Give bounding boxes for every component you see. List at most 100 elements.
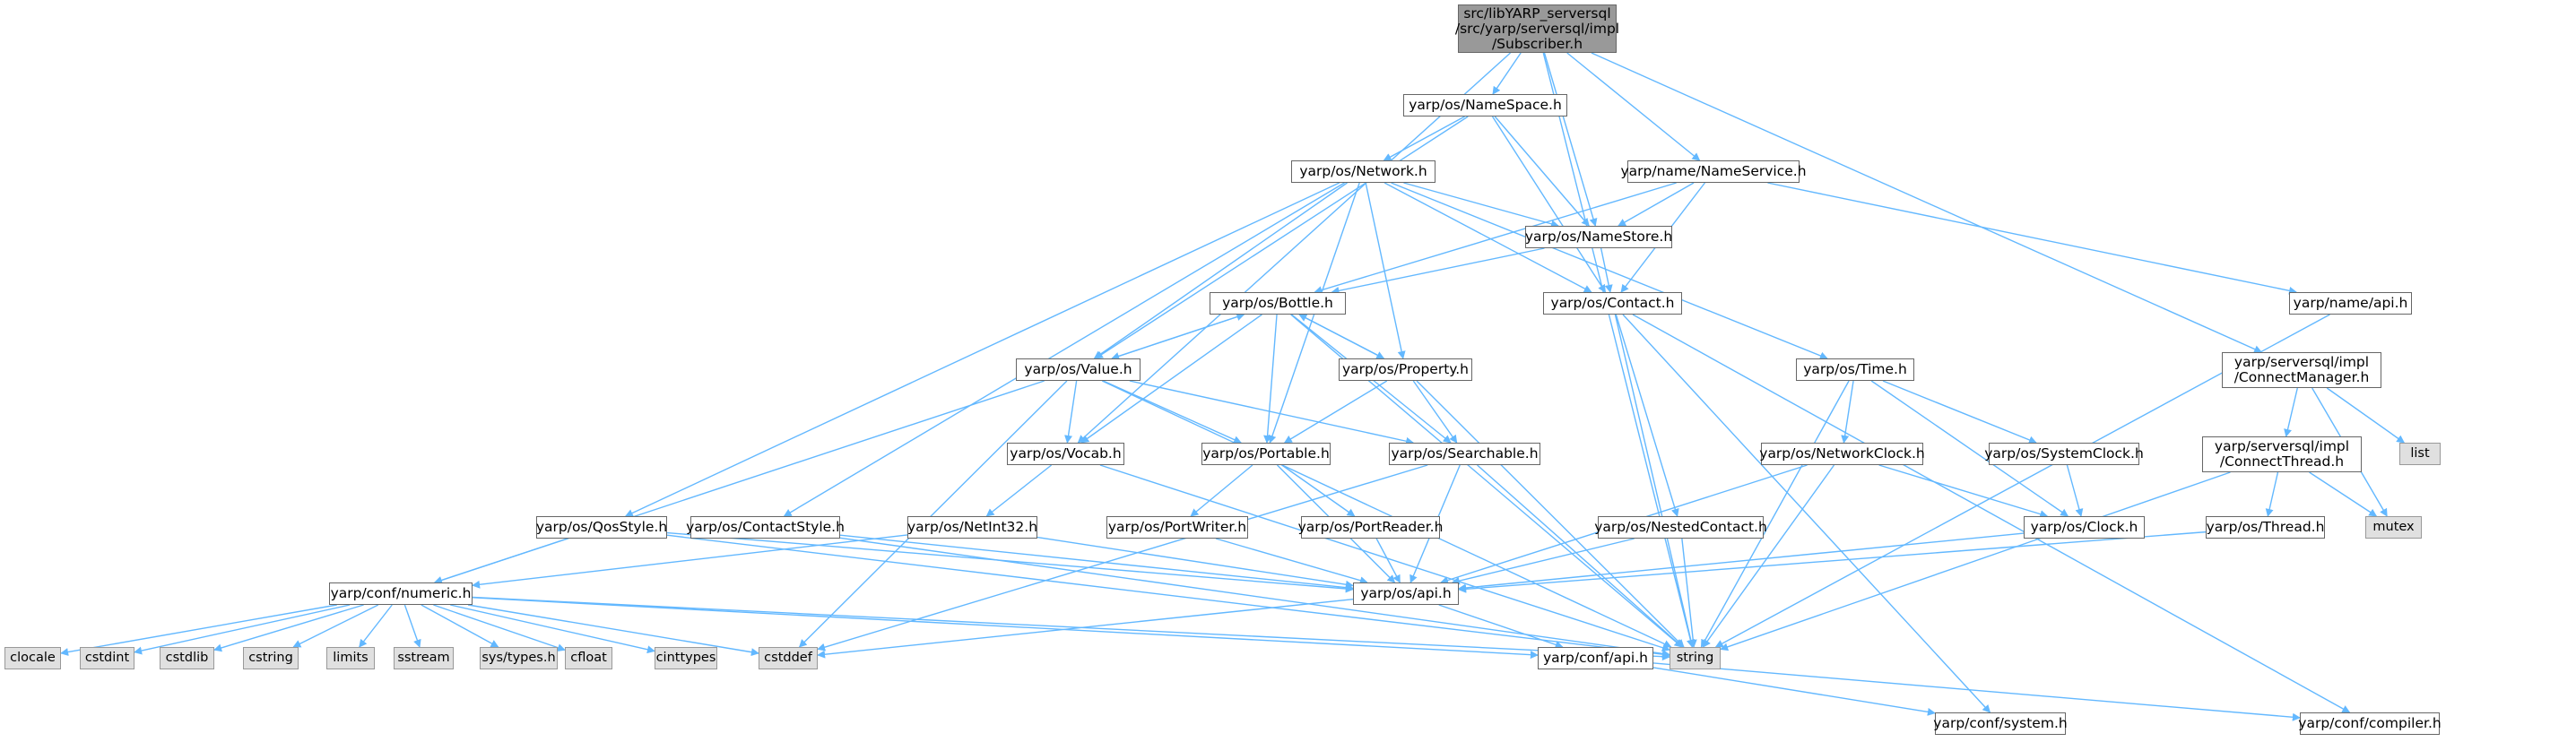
edge-connmgr-to-list — [2326, 387, 2406, 444]
node-netint32[interactable]: yarp/os/NetInt32.h — [907, 516, 1037, 539]
edge-root-to-namestore — [1543, 52, 1598, 227]
node-label: sstream — [397, 651, 450, 665]
node-nestedcontact[interactable]: yarp/os/NestedContact.h — [1594, 516, 1767, 539]
edge-contactstyle-to-string — [839, 537, 1670, 658]
edge-netclock-to-string — [1702, 464, 1835, 648]
node-connthread[interactable]: yarp/serversql/impl /ConnectThread.h — [2202, 436, 2362, 472]
edge-value-to-cstddef — [798, 380, 1068, 648]
node-network[interactable]: yarp/os/Network.h — [1291, 160, 1435, 183]
edge-network-to-time — [1391, 182, 1828, 360]
node-portable[interactable]: yarp/os/Portable.h — [1201, 443, 1331, 465]
node-label: list — [2410, 446, 2430, 461]
node-label: yarp/os/Clock.h — [2030, 519, 2138, 535]
node-nameservice[interactable]: yarp/name/NameService.h — [1620, 160, 1807, 183]
node-label: yarp/os/Searchable.h — [1391, 445, 1539, 462]
edge-sysclock-to-clock — [2066, 464, 2084, 517]
edge-searchable-to-cstddef — [817, 464, 1428, 651]
node-mutex: mutex — [2365, 516, 2422, 539]
edge-network-to-contact — [1383, 182, 1592, 293]
node-bottle[interactable]: yarp/os/Bottle.h — [1210, 292, 1346, 315]
node-clock[interactable]: yarp/os/Clock.h — [2024, 516, 2145, 539]
node-label: cstdlib — [165, 651, 209, 665]
node-namestore[interactable]: yarp/os/NameStore.h — [1525, 226, 1672, 248]
node-label: yarp/serversql/impl /ConnectThread.h — [2214, 438, 2350, 470]
edge-vocab-to-netint32 — [985, 464, 1053, 517]
edge-root-to-vocab — [1077, 52, 1512, 444]
edge-value-to-string — [1101, 380, 1672, 648]
node-label: yarp/os/Network.h — [1299, 163, 1427, 179]
node-numeric[interactable]: yarp/conf/numeric.h — [329, 582, 473, 605]
node-label: string — [1676, 651, 1714, 665]
node-label: yarp/os/api.h — [1360, 585, 1452, 601]
node-connmgr[interactable]: yarp/serversql/impl /ConnectManager.h — [2222, 352, 2381, 388]
node-list: list — [2399, 443, 2441, 465]
edge-bottle-to-portable — [1263, 314, 1278, 444]
node-label: yarp/os/Thread.h — [2206, 519, 2325, 535]
node-contactstyle[interactable]: yarp/os/ContactStyle.h — [686, 516, 845, 539]
edge-portable-to-portreader — [1281, 464, 1356, 517]
edge-network-to-contactstyle — [783, 182, 1345, 517]
node-confcompiler[interactable]: yarp/conf/compiler.h — [2298, 712, 2442, 735]
edge-connthread-to-string — [1720, 471, 2231, 651]
node-sysclock[interactable]: yarp/os/SystemClock.h — [1984, 443, 2144, 465]
node-time[interactable]: yarp/os/Time.h — [1796, 358, 1914, 381]
node-nameapi[interactable]: yarp/name/api.h — [2289, 292, 2412, 315]
edge-numeric-to-limits — [359, 604, 393, 648]
node-label: yarp/serversql/impl /ConnectManager.h — [2233, 354, 2370, 385]
node-searchable[interactable]: yarp/os/Searchable.h — [1389, 443, 1540, 465]
edge-namespace-to-namestore — [1494, 116, 1590, 227]
node-confapi[interactable]: yarp/conf/api.h — [1538, 647, 1653, 669]
node-cstring: cstring — [243, 647, 299, 669]
node-cstdlib: cstdlib — [160, 647, 214, 669]
node-sstream: sstream — [394, 647, 454, 669]
node-vocab[interactable]: yarp/os/Vocab.h — [1007, 443, 1124, 465]
edge-root-to-namespace — [1492, 52, 1522, 95]
node-namespace[interactable]: yarp/os/NameSpace.h — [1403, 94, 1567, 116]
edge-numeric-to-cstddef — [467, 604, 759, 657]
edge-numeric-to-cinttypes — [450, 604, 655, 654]
edge-qosstyle-to-numeric — [433, 538, 568, 584]
node-confsystem[interactable]: yarp/conf/system.h — [1933, 712, 2068, 735]
edge-netclock-to-clock — [1878, 464, 2049, 518]
node-thread[interactable]: yarp/os/Thread.h — [2206, 516, 2325, 539]
edge-time-to-netclock — [1841, 380, 1854, 444]
edge-property-to-portable — [1283, 380, 1388, 444]
node-label: yarp/os/Portable.h — [1202, 445, 1330, 462]
edge-contactstyle-to-osapi — [839, 534, 1354, 592]
node-portwriter[interactable]: yarp/os/PortWriter.h — [1106, 516, 1248, 539]
node-value[interactable]: yarp/os/Value.h — [1016, 358, 1141, 381]
node-property[interactable]: yarp/os/Property.h — [1339, 358, 1472, 381]
edge-qosstyle-to-osapi — [666, 531, 1354, 593]
node-label: cstdint — [84, 651, 130, 665]
node-label: yarp/os/Property.h — [1341, 361, 1469, 377]
edge-namespace-to-network — [1383, 116, 1465, 161]
edge-numeric-to-cstdlib — [213, 604, 364, 652]
node-contact[interactable]: yarp/os/Contact.h — [1543, 292, 1682, 315]
node-osapi[interactable]: yarp/os/api.h — [1353, 582, 1459, 605]
edge-searchable-to-string — [1477, 464, 1684, 648]
node-netclock[interactable]: yarp/os/NetworkClock.h — [1759, 443, 1925, 465]
edge-namespace-to-contact — [1491, 116, 1607, 293]
node-cfloat: cfloat — [565, 647, 612, 669]
node-label: yarp/os/SystemClock.h — [1984, 445, 2144, 462]
node-label: yarp/conf/compiler.h — [2298, 715, 2442, 731]
edge-bottle-to-vocab — [1080, 314, 1262, 444]
node-qosstyle[interactable]: yarp/os/QosStyle.h — [536, 516, 667, 539]
node-label: yarp/os/QosStyle.h — [535, 519, 668, 535]
node-label: clocale — [10, 651, 56, 665]
node-portreader[interactable]: yarp/os/PortReader.h — [1298, 516, 1443, 539]
node-label: mutex — [2372, 520, 2415, 534]
edge-property-to-bottle — [1298, 314, 1384, 359]
edge-network-to-namestore — [1403, 182, 1559, 229]
node-label: sys/types.h — [481, 651, 556, 665]
edge-netint32-to-osapi — [1036, 536, 1354, 589]
node-string: string — [1670, 647, 1721, 669]
edge-network-to-qosstyle — [624, 182, 1340, 517]
edge-time-to-sysclock — [1882, 380, 2037, 444]
node-label: yarp/os/Vocab.h — [1010, 445, 1122, 462]
edge-value-to-vocab — [1064, 380, 1078, 444]
node-label: yarp/os/NameSpace.h — [1409, 97, 1562, 113]
node-label: cstddef — [764, 651, 812, 665]
edge-nameservice-to-bottle — [1314, 182, 1677, 294]
